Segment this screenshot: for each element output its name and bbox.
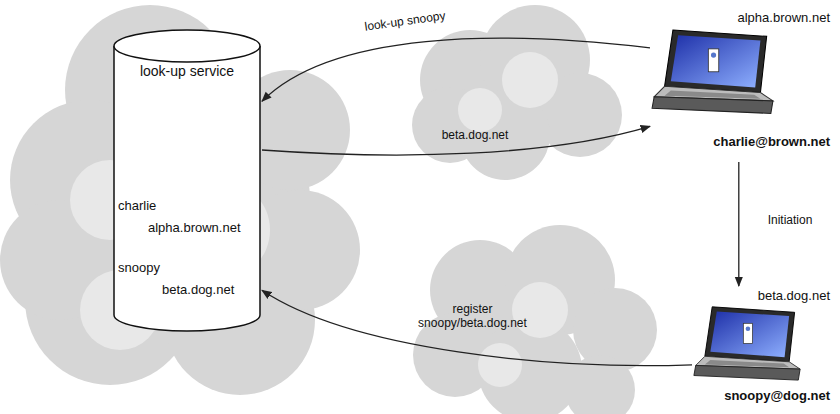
lookup-service-cylinder: look-up service charlie alpha.brown.net sno…: [112, 28, 262, 333]
edge-label: Initiation: [755, 213, 825, 227]
host-address: charlie@brown.net: [713, 134, 830, 149]
entry-text: look-up service: [132, 64, 242, 79]
edge-label: look-up snoopy: [350, 6, 461, 35]
message-arrow: [262, 290, 692, 365]
edge-label: register snoopy/beta.dog.net: [405, 302, 540, 330]
laptop-icon: [650, 28, 775, 127]
laptop-icon: [692, 305, 802, 392]
laptop-host: beta.dog.net snoopy@dog.net: [692, 288, 835, 408]
message-arrow: [262, 126, 650, 155]
entry-text: charlie: [118, 198, 156, 213]
entry-text: beta.dog.net: [758, 288, 830, 303]
host-address: snoopy@dog.net: [724, 388, 830, 403]
edge-label: beta.dog.net: [420, 128, 530, 142]
entry-text: snoopy: [118, 260, 160, 275]
message-arrow: [262, 38, 650, 101]
laptop-host: alpha.brown.net charlie@brown.net: [650, 8, 835, 156]
message-arrow: [738, 162, 739, 286]
entry-text: alpha.brown.net: [148, 220, 241, 235]
entry-text: alpha.brown.net: [737, 10, 830, 25]
entry-text: beta.dog.net: [162, 282, 234, 297]
